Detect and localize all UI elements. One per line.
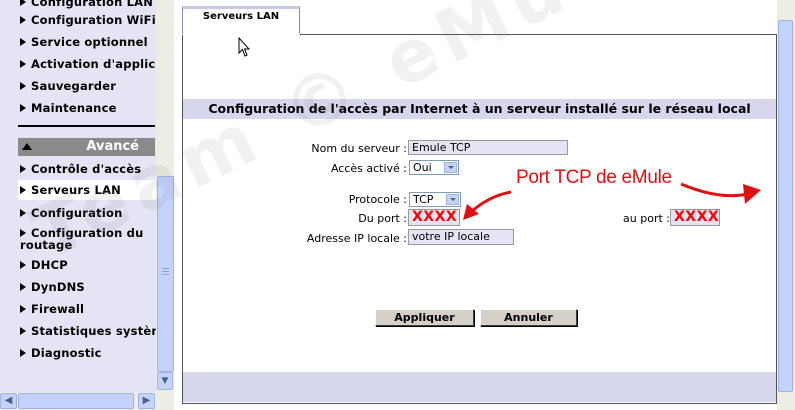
arrow-right-icon	[20, 209, 26, 217]
server-name-input[interactable]: Emule TCP	[408, 140, 568, 155]
annotation-arrow-right-icon	[680, 182, 761, 204]
right-vertical-scroll-thumb[interactable]	[778, 20, 793, 392]
sidebar-item-controle-acces[interactable]: Contrôle d'accès	[20, 162, 141, 176]
access-enabled-label: Accès activé :	[330, 162, 407, 175]
sidebar-item-statistiques[interactable]: Statistiques systèm	[20, 324, 164, 338]
scroll-left-icon[interactable]: ◀	[0, 393, 17, 409]
arrow-right-icon	[20, 0, 26, 6]
chevron-down-icon	[444, 162, 457, 173]
sidebar-item-configuration-wifi[interactable]: Configuration WiFi	[20, 13, 156, 27]
sidebar-item-configuration[interactable]: Configuration	[20, 206, 122, 220]
sidebar-section-avance[interactable]: Avancé	[18, 138, 155, 156]
protocol-label: Protocole :	[348, 193, 407, 206]
left-vertical-scroll-thumb[interactable]	[157, 176, 174, 372]
sidebar-item-activation[interactable]: Activation d'applica	[20, 57, 163, 71]
apply-button[interactable]: Appliquer	[375, 309, 474, 326]
arrow-right-icon	[20, 186, 26, 194]
from-port-label: Du port :	[358, 212, 407, 225]
sidebar-divider	[18, 125, 155, 127]
scroll-right-icon[interactable]: ▶	[138, 393, 155, 409]
arrow-right-icon	[20, 327, 26, 335]
grip-line	[162, 271, 169, 272]
sidebar-menu: Configuration LAN Configuration WiFi Ser…	[0, 0, 163, 392]
grip-line	[162, 268, 169, 269]
sidebar-item-dhcp[interactable]: DHCP	[20, 258, 68, 272]
sidebar-item-sauvegarder[interactable]: Sauvegarder	[20, 79, 116, 93]
tab-joint	[182, 34, 300, 35]
scroll-down-icon[interactable]: ▼	[157, 372, 173, 390]
arrow-right-icon	[20, 60, 26, 68]
annotation-arrow-left-icon	[463, 190, 512, 220]
sidebar-item-configuration-lan[interactable]: Configuration LAN	[20, 0, 153, 9]
cancel-button[interactable]: Annuler	[480, 309, 577, 326]
to-port-input[interactable]: XXXX	[670, 209, 720, 226]
sidebar-item-configuration-routage[interactable]: Configuration du routage	[20, 226, 144, 252]
access-enabled-select[interactable]: Oui	[409, 160, 459, 175]
arrow-right-icon	[20, 82, 26, 90]
arrow-right-icon	[20, 305, 26, 313]
sidebar-item-firewall[interactable]: Firewall	[20, 302, 84, 316]
title-band	[183, 99, 776, 119]
chevron-down-icon	[446, 194, 459, 205]
sidebar-item-serveurs-lan[interactable]: Serveurs LAN	[18, 180, 158, 200]
from-port-input[interactable]: XXXX	[408, 209, 460, 226]
arrow-right-icon	[20, 165, 26, 173]
local-ip-label: Adresse IP locale :	[306, 232, 407, 245]
bottom-band	[183, 372, 776, 402]
left-horizontal-scroll-thumb[interactable]	[18, 393, 134, 409]
arrow-right-icon	[20, 261, 26, 269]
arrow-right-icon	[20, 16, 26, 24]
collapse-up-icon	[22, 143, 32, 150]
grip-line	[162, 274, 169, 275]
arrow-right-icon	[20, 38, 26, 46]
page-title: Configuration de l'accès par Internet à …	[208, 101, 751, 116]
left-frame: Configuration LAN Configuration WiFi Ser…	[0, 0, 174, 410]
arrow-right-icon	[20, 229, 26, 237]
sidebar-section-title: Avancé	[86, 139, 139, 154]
arrow-right-icon	[20, 283, 26, 291]
arrow-right-icon	[20, 104, 26, 112]
local-ip-input[interactable]: votre IP locale	[408, 229, 514, 245]
to-port-label: au port :	[623, 212, 670, 225]
tab-serveurs-lan[interactable]: Serveurs LAN	[182, 6, 300, 34]
arrow-right-icon	[20, 349, 26, 357]
sidebar-item-dyndns[interactable]: DynDNS	[20, 280, 85, 294]
sidebar-item-service-optionnel[interactable]: Service optionnel	[20, 35, 148, 49]
sidebar-item-diagnostic[interactable]: Diagnostic	[20, 346, 102, 360]
sidebar-item-maintenance[interactable]: Maintenance	[20, 101, 117, 115]
server-name-label: Nom du serveur :	[311, 142, 407, 155]
annotation-text: Port TCP de eMule	[516, 167, 672, 188]
mouse-cursor-icon	[238, 37, 251, 57]
content-frame: Serveurs LAN Configuration de l'accès pa…	[174, 0, 795, 410]
protocol-select[interactable]: TCP	[409, 192, 461, 207]
